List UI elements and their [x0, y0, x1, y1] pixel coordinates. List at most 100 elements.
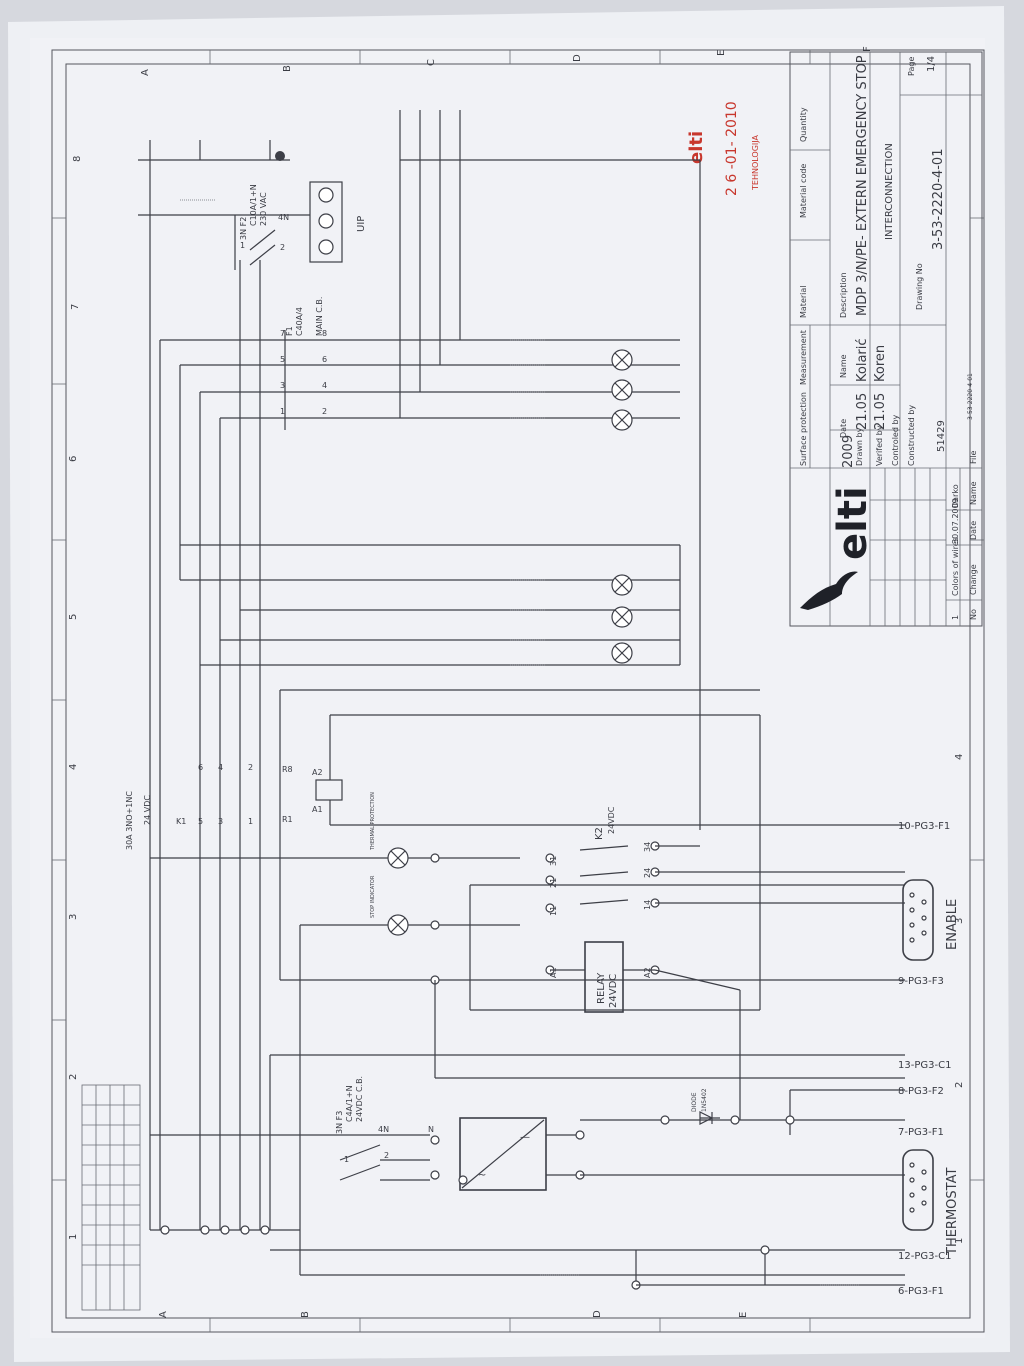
f2-terminal-4n: 4N [278, 213, 289, 222]
grid-row-a-bottom: A [158, 1311, 169, 1318]
contact-34: 34 [643, 842, 652, 852]
f1-label: F1 [285, 326, 294, 336]
f3-terminal-1: 1 [344, 1155, 349, 1164]
stamp-text: TEHNOLOGIJA [751, 135, 760, 191]
year: 2009 [841, 435, 856, 468]
project-number: 51429 [936, 420, 947, 452]
rev1-date: 30.07.2009 [951, 498, 960, 544]
f2-terminal-1: 1 [240, 241, 245, 250]
grid-row-d-top: D [572, 54, 583, 62]
f1-terminal-5: 5 [280, 355, 285, 364]
page-value: 1/4 [926, 56, 937, 72]
k2-label: K2 [594, 827, 605, 840]
relay-label: RELAY [596, 972, 607, 1004]
wire-size-table [81, 1084, 141, 1311]
k1-contactor: A2 A1 30A 3NO+1NC 24 VDC R1 R8 6 4 2 5 3… [125, 689, 905, 1010]
terminal-9-pg3-f3: 9-PG3-F3 [898, 976, 944, 987]
verified-by-label: Verifed by [875, 425, 884, 466]
rev1-name: Darko [951, 484, 960, 508]
f3-label: 3N F3 [335, 1111, 344, 1134]
description-label: Description [839, 272, 848, 318]
verified-by-name: Koren [873, 345, 888, 382]
contact-14: 14 [643, 900, 652, 910]
contact-21: 21 [549, 878, 558, 888]
f2-label: 3N F2 [239, 217, 248, 240]
k2-coil: 24VDC [607, 806, 616, 834]
indicator-lamps-row-1 [611, 349, 633, 431]
grid-col-5: 5 [68, 614, 79, 620]
f1-name: MAIN C.B. [315, 297, 324, 336]
measurement-label: Measurement [799, 330, 808, 385]
f2-voltage: 230 VAC [259, 192, 268, 226]
f1-terminal-4: 4 [322, 381, 327, 390]
surface-protection-label: Surface protection [799, 392, 808, 466]
bottom-wiring [150, 1225, 905, 1290]
k1-terminal-1: 1 [248, 817, 253, 826]
k1-terminal-5: 5 [198, 817, 203, 826]
terminal-labels: 10-PG3-F1 9-PG3-F3 13-PG3-C1 8-PG3-F2 7-… [898, 821, 951, 1297]
elti-logo-text: elti [830, 486, 876, 560]
k1-a2-label: A2 [312, 768, 323, 777]
terminal-6-pg3-f1: 6-PG3-F1 [898, 1286, 944, 1297]
quantity-label: Quantity [799, 107, 808, 142]
diode-label: DIODE [691, 1092, 698, 1112]
psu-dc-symbol: — [520, 1132, 530, 1143]
constructed-by-label: Constructed by [907, 405, 916, 466]
grid-col-3-right: 3 [954, 918, 965, 924]
psu-box [459, 1117, 547, 1191]
terminal-10-pg3-f1: 10-PG3-F1 [898, 821, 950, 832]
k1-label: K1 [176, 817, 186, 826]
terminal-13-pg3-c1: 13-PG3-C1 [898, 1060, 951, 1071]
grid-row-f-top: F [862, 46, 873, 52]
grid-row-d-bottom: D [592, 1310, 603, 1318]
r8-label: R8 [282, 765, 293, 774]
power-input-section: 3N F2 C10A/1+N 230 VAC 1 2 4N UIP F1 C40… [138, 110, 701, 1230]
f2-terminal-2: 2 [280, 243, 285, 252]
date-label: Date [839, 419, 848, 438]
grid-column-ticks [52, 50, 984, 1332]
k1-coil-voltage: 24 VDC [143, 795, 152, 825]
f1-terminal-6: 6 [322, 355, 327, 364]
rev-change-label: Change [969, 564, 978, 595]
thermal-protection-label: THERMAL PROTECTION [370, 792, 376, 851]
k1-terminal-4: 4 [218, 763, 223, 772]
grid-col-7: 7 [70, 304, 81, 310]
file-ref: 3-53-2220-4-01 [967, 373, 974, 420]
thermostat-connector: THERMOSTAT [902, 1149, 960, 1256]
uip-terminal-block [309, 181, 343, 263]
grid-col-6: 6 [68, 456, 79, 462]
k1-terminal-6: 6 [198, 763, 203, 772]
controlled-by-label: Controled by [891, 414, 900, 466]
drawing-no-label: Drawing No [915, 263, 924, 310]
k1-rating: 30A 3NO+1NC [125, 791, 134, 850]
title-description-line2: INTERCONNECTION [884, 143, 895, 240]
f3-terminal-4n: 4N [378, 1125, 389, 1134]
k2-relay-area: K2 24VDC THERMAL PROTECTION STOP INDICAT… [150, 792, 905, 1230]
uip-label: UIP [356, 216, 367, 232]
relay-coil: 24VDC [608, 974, 619, 1008]
rev-date-label: Date [969, 521, 978, 540]
grid-col-8: 8 [72, 156, 83, 162]
relay-a1: A1 [549, 967, 558, 978]
grid-row-a-top: A [140, 69, 151, 76]
f1-terminal-2: 2 [322, 407, 327, 416]
grid-col-4: 4 [68, 764, 79, 770]
rev-name-label: Name [969, 481, 978, 505]
rev1-no: 1 [951, 615, 960, 620]
terminal-12-pg3-c1: 12-PG3-C1 [898, 1251, 951, 1262]
grid-row-e-bottom: E [738, 1312, 749, 1318]
grid-row-b-top: B [282, 65, 293, 72]
verified-by-date: 21.05 [873, 393, 888, 430]
wire-annotations [180, 199, 860, 1286]
indicator-lamps-row-2 [180, 544, 681, 666]
f1-terminal-7: 7 [280, 329, 285, 338]
f3-terminal-2: 2 [384, 1151, 389, 1160]
grid-col-1: 1 [68, 1234, 79, 1240]
f3-name: 24VDC C.B. [355, 1076, 364, 1122]
grid-col-1-right: 1 [954, 1238, 965, 1244]
stop-indicator-label: STOP INDICATOR [370, 875, 376, 918]
contact-11: 11 [549, 906, 558, 916]
grid-col-2-right: 2 [954, 1082, 965, 1088]
elti-bird-logo [800, 571, 858, 610]
inner-frame [65, 63, 971, 1319]
